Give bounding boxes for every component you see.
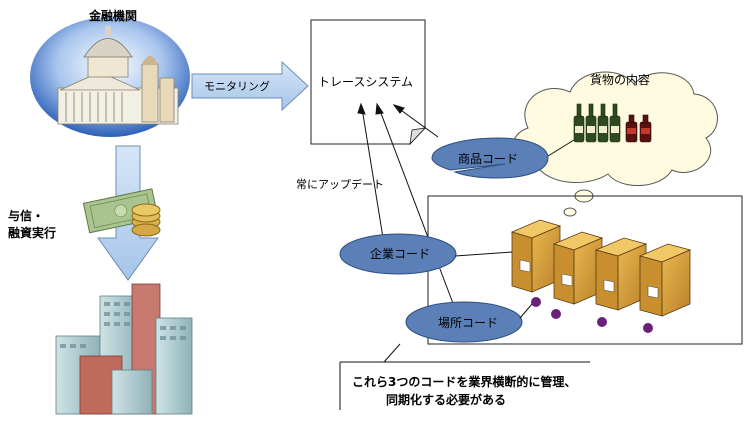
trace-system-document [310,19,427,146]
always-update-label: 常にアップデート [296,177,384,191]
product-code-label: 商品コード [458,151,518,166]
callout-box [339,343,590,410]
cargo-contents-label: 貨物の内容 [590,72,650,87]
location-dots [531,297,653,333]
monitoring-arrow [191,60,309,112]
bottles-illustration [573,103,652,143]
company-buildings-illustration [55,283,193,415]
callout-text-line2: 同期化する必要がある [386,392,506,407]
cargo-boxes-illustration [510,219,692,317]
credit-financing-label-line1: 与信・ [8,208,44,223]
money-illustration [82,188,161,237]
update-arrows [357,102,455,307]
company-code-oval [339,233,513,275]
callout-text-line1: これら3つのコードを業界横断的に管理、 [352,374,576,389]
product-code-oval [431,137,575,179]
financial-institution-label: 金融機関 [88,8,137,23]
credit-financing-label-line2: 融資実行 [8,225,56,240]
monitoring-label: モニタリング [204,79,270,93]
trace-system-label: トレースシステム [318,75,413,89]
location-code-label: 場所コード [438,316,498,330]
cargo-contents-cloud [511,71,718,217]
financial-institution-illustration [30,17,190,137]
location-code-oval [405,301,533,343]
company-code-label: 企業コード [370,246,430,261]
